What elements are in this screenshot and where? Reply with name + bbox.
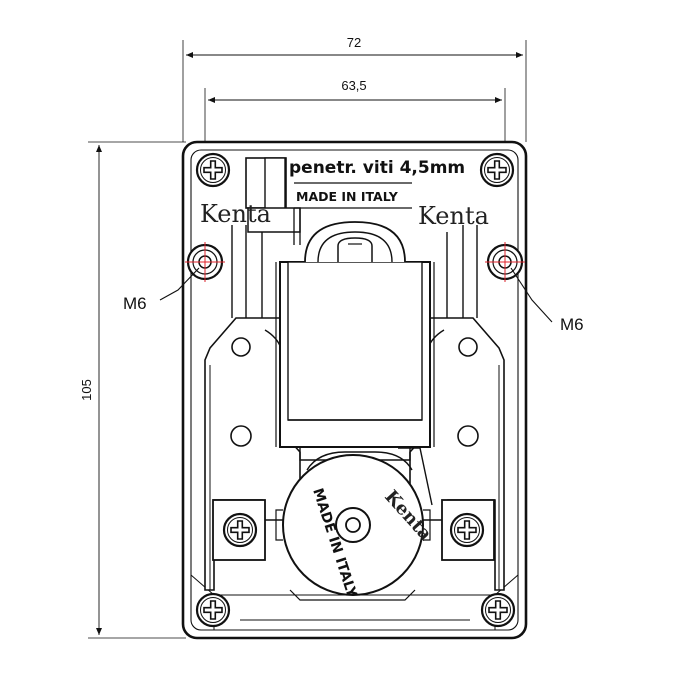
brand-left: Kenta [200, 200, 271, 228]
dimension-overall-height: 105 [79, 141, 186, 639]
output-shaft-inner [345, 517, 361, 533]
dimension-hole-spacing-label: 63,5 [341, 78, 366, 93]
dimension-overall-height-label: 105 [79, 379, 94, 401]
motor-coil [275, 261, 435, 461]
callout-left: M6 [123, 267, 200, 313]
rotor-bushing [304, 221, 406, 263]
side-rails [231, 225, 478, 318]
screw-head-bottom-left [195, 592, 231, 628]
screw-head-top-right [479, 152, 515, 188]
screw-head-gear-left [222, 512, 258, 548]
callout-right-label: M6 [560, 315, 584, 334]
dimension-overall-width: 72 [182, 35, 527, 142]
stator-hole-ml [230, 425, 252, 447]
stator-hole-tr [458, 337, 478, 357]
stator-hole-mr [457, 425, 479, 447]
label-penetr: penetr. viti 4,5mm [289, 158, 465, 178]
callout-right: M6 [510, 267, 584, 334]
stator-hole-tl [231, 337, 251, 357]
screw-head-bottom-right [480, 592, 516, 628]
screw-head-gear-right [449, 512, 485, 548]
brand-right: Kenta [418, 202, 489, 230]
label-made-in-italy: MADE IN ITALY [296, 189, 399, 204]
terminal-connector [245, 157, 301, 245]
dimension-overall-width-label: 72 [347, 35, 361, 50]
callout-left-label: M6 [123, 294, 147, 313]
mounting-hole-right [485, 242, 525, 282]
screw-head-top-left [195, 152, 231, 188]
label-stamp: penetr. viti 4,5mm MADE IN ITALY Kenta K… [200, 158, 489, 230]
